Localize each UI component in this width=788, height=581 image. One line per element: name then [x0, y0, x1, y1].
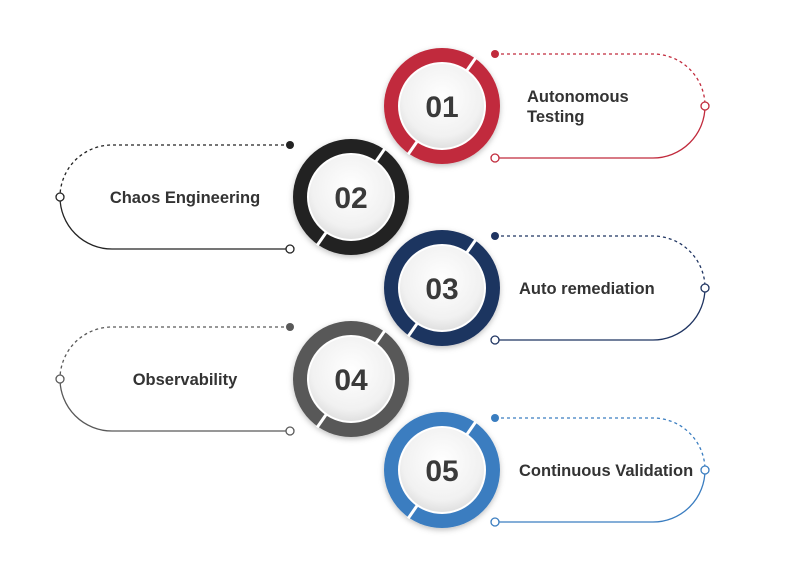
ring-notch — [373, 147, 387, 164]
ring-notch — [315, 412, 329, 429]
endpoint-dot-open — [490, 153, 500, 163]
connector-solid — [59, 378, 290, 432]
connector-dashed — [495, 417, 706, 471]
endpoint-dot-open — [55, 374, 65, 384]
ring-notch — [406, 503, 420, 520]
endpoint-dot-open — [700, 465, 710, 475]
step-number: 04 — [334, 364, 368, 397]
step-label: Auto remediation — [519, 280, 655, 298]
step-03: 03 Auto remediation — [384, 230, 710, 346]
endpoint-dot-open — [490, 335, 500, 345]
endpoint-dot-open — [55, 192, 65, 202]
step-number: 03 — [425, 273, 458, 306]
step-02: 02 Chaos Engineering — [55, 139, 409, 255]
step-number: 05 — [425, 455, 458, 488]
ring-notch — [464, 420, 478, 437]
step-label: Observability — [133, 371, 238, 389]
step-label: Autonomous — [527, 88, 629, 106]
step-disc — [398, 244, 486, 332]
endpoint-dot-open — [700, 283, 710, 293]
endpoint-dot-filled — [491, 232, 499, 240]
ring-notch — [464, 56, 478, 73]
step-disc — [307, 153, 395, 241]
connector-dashed — [59, 326, 290, 380]
endpoint-dot-filled — [491, 414, 499, 422]
endpoint-dot-open — [285, 244, 295, 254]
step-label: Testing — [527, 108, 584, 126]
step-disc — [398, 62, 486, 150]
connector-solid — [495, 469, 706, 523]
endpoint-dot-open — [700, 101, 710, 111]
connector-dashed — [495, 235, 706, 289]
endpoint-dot-filled — [286, 141, 294, 149]
step-number: 02 — [334, 182, 367, 215]
ring-notch — [406, 321, 420, 338]
ring-notch — [373, 329, 387, 346]
step-04: 04 Observability — [55, 321, 409, 437]
step-disc — [307, 335, 395, 423]
step-05: 05 Continuous Validation — [384, 412, 710, 528]
step-number: 01 — [425, 91, 458, 124]
endpoint-dot-filled — [286, 323, 294, 331]
connector-solid — [495, 105, 706, 159]
ring-notch — [315, 230, 329, 247]
endpoint-dot-open — [285, 426, 295, 436]
connector-dashed — [59, 144, 290, 198]
step-label: Continuous Validation — [519, 462, 693, 480]
connector-solid — [495, 287, 706, 341]
connector-solid — [59, 196, 290, 250]
step-label: Chaos Engineering — [110, 189, 260, 207]
ring-notch — [406, 139, 420, 156]
endpoint-dot-filled — [491, 50, 499, 58]
endpoint-dot-open — [490, 517, 500, 527]
step-disc — [398, 426, 486, 514]
ring-notch — [464, 238, 478, 255]
connector-dashed — [495, 53, 706, 107]
